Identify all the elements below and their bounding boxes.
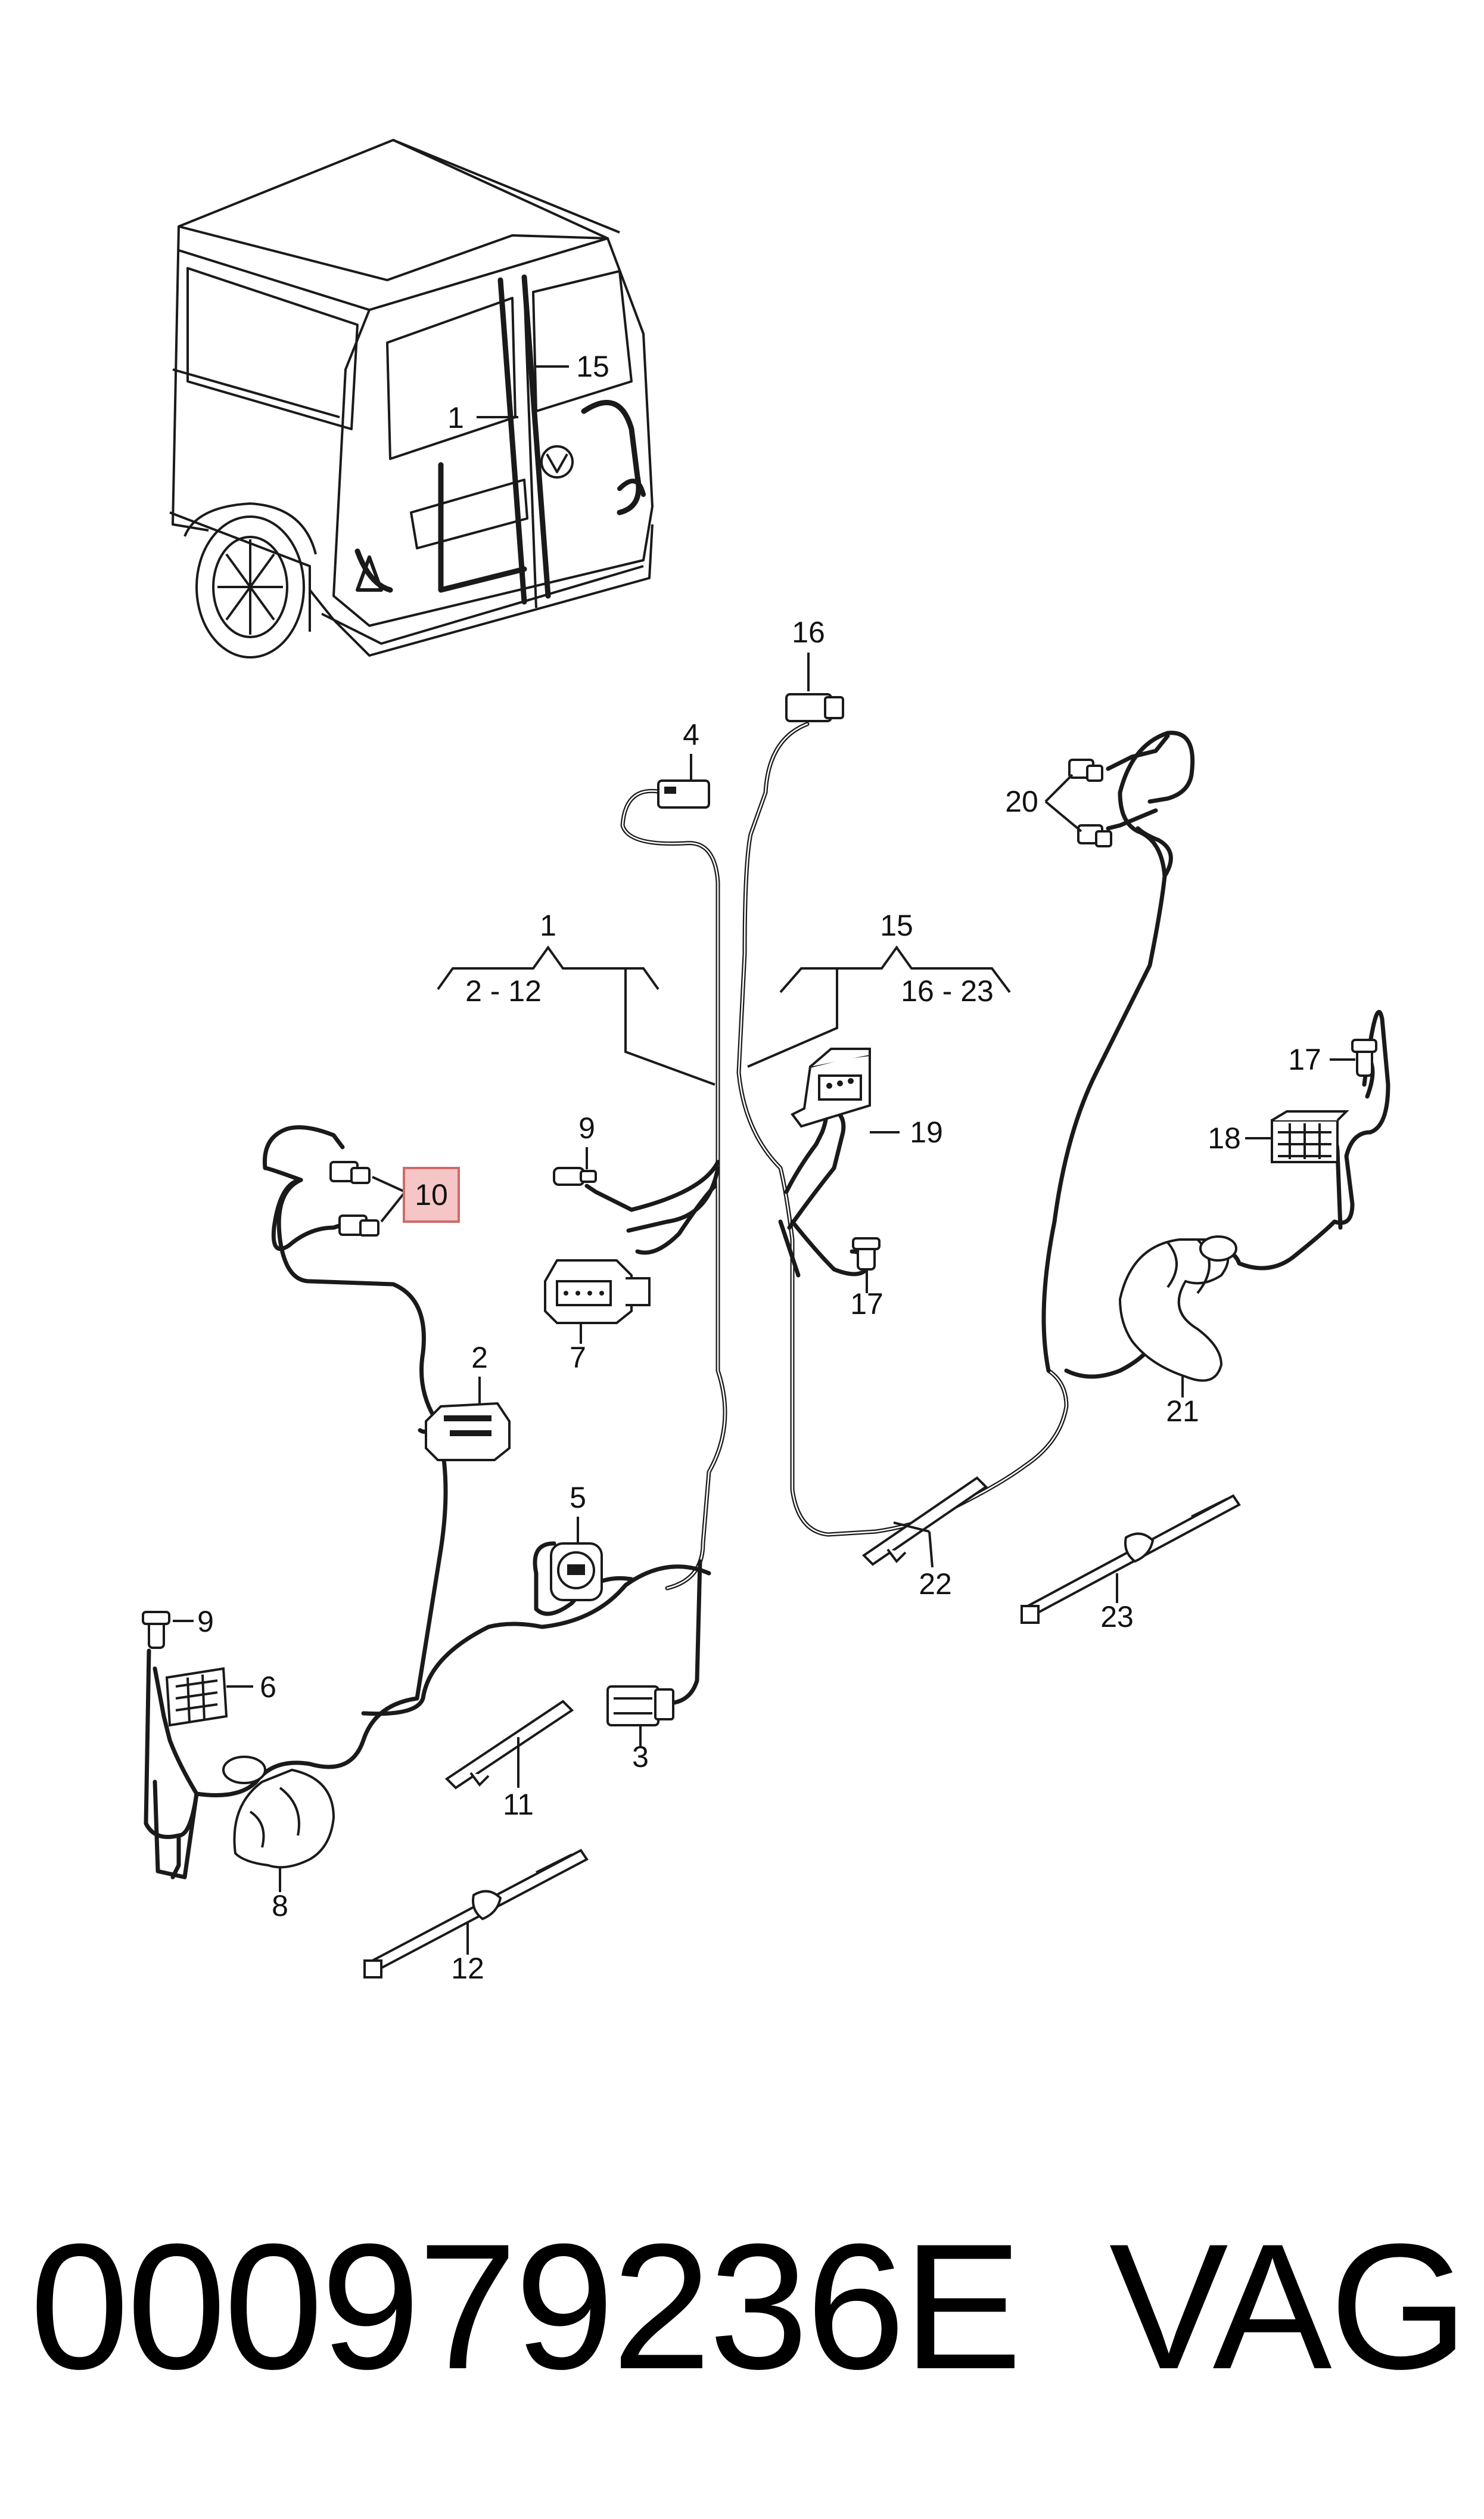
part-5-connector: [550, 1517, 603, 1601]
part-4-connector: [657, 754, 710, 809]
part-23-cable-tie: [1021, 1494, 1241, 1624]
callout-6: 6: [260, 1670, 276, 1704]
group-callout-1: 1: [540, 909, 556, 942]
group-range-1: 2 - 12: [465, 974, 542, 1008]
van-illustration: [169, 139, 654, 659]
part-7-connector: [544, 1259, 651, 1344]
callout-4: 4: [683, 718, 699, 751]
callout-20: 20: [1005, 785, 1038, 818]
callout-10-highlight: [403, 1167, 460, 1223]
part-9-sensor-mid: [553, 1147, 597, 1186]
part-17-sensor-mid: [852, 1237, 881, 1293]
callout-2: 2: [471, 1341, 488, 1374]
callout-5: 5: [570, 1481, 586, 1514]
callout-3: 3: [632, 1740, 649, 1773]
part-21-grommet: [1118, 1235, 1237, 1397]
part-8-grommet: [222, 1756, 335, 1892]
part-number: 000979236E: [30, 2206, 1022, 2406]
part-16-connector: [785, 653, 844, 722]
part-3-connector: [606, 1685, 674, 1746]
callout-18: 18: [1208, 1122, 1241, 1155]
part-20-connectors: [1044, 759, 1112, 847]
callout-17-right: 17: [1288, 1043, 1321, 1076]
callout-8: 8: [272, 1889, 288, 1922]
callout-21: 21: [1166, 1394, 1199, 1428]
callout-9-mid: 9: [578, 1111, 595, 1145]
part-9-sensor-left: [142, 1611, 194, 1649]
brand-name: VAG: [1109, 2206, 1469, 2406]
callout-7: 7: [570, 1341, 586, 1374]
callout-16: 16: [792, 616, 825, 649]
callout-19: 19: [910, 1116, 943, 1149]
group-callout-15: 15: [880, 909, 913, 942]
part-22-clip-rail: [861, 1476, 988, 1568]
callout-22: 22: [919, 1567, 952, 1601]
group-bracket-1: [437, 945, 715, 1086]
part-10-connectors: [329, 1161, 406, 1237]
callout-23: 23: [1100, 1600, 1134, 1633]
group-bracket-15: [747, 945, 1011, 1068]
callout-15-van: 15: [576, 350, 609, 383]
group-range-15: 16 - 23: [901, 974, 994, 1008]
part-2-connector: [425, 1377, 511, 1461]
part-17-sensor-right: [1330, 1039, 1377, 1077]
callout-10: 10: [415, 1178, 448, 1212]
part-18-connector: [1245, 1110, 1349, 1163]
callout-17-mid: 17: [850, 1287, 883, 1321]
part-12-cable-tie: [363, 1849, 589, 1978]
callout-11: 11: [503, 1788, 534, 1821]
callout-1-van: 1: [447, 401, 464, 434]
callout-9-left: 9: [197, 1605, 214, 1638]
part-11-clip-rail: [444, 1700, 574, 1790]
callout-12: 12: [451, 1952, 484, 1985]
part-6-connector: [165, 1667, 253, 1727]
part-19-module: [790, 1048, 900, 1133]
